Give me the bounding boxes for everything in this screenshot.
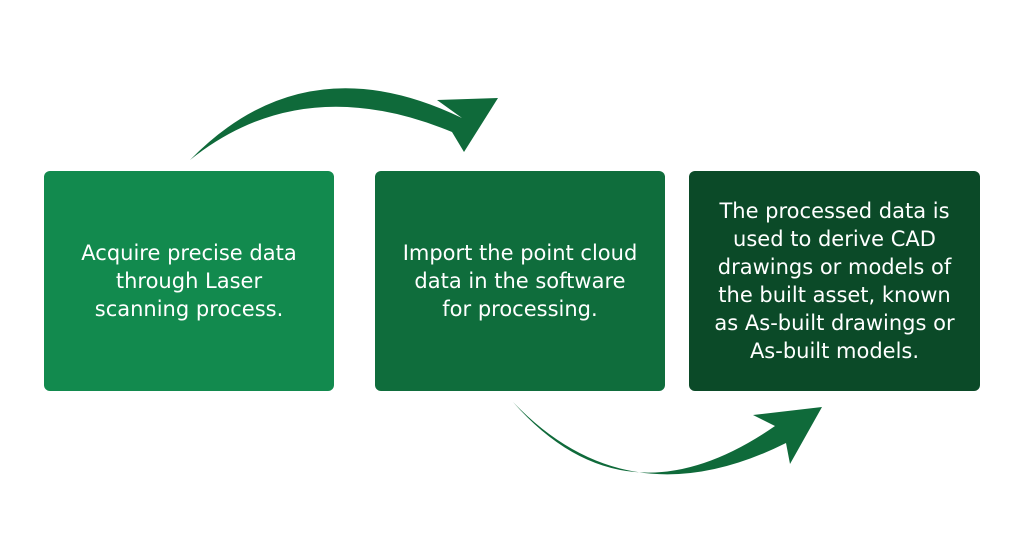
step-2-text: Import the point cloud data in the softw…: [402, 241, 638, 321]
step-3-text: The processed data is used to derive CAD…: [714, 199, 955, 363]
step-1-box: Acquire precise data through Laser scann…: [44, 171, 334, 391]
step-2-box: Import the point cloud data in the softw…: [375, 171, 665, 391]
top-curved-arrow-icon: [190, 88, 498, 160]
bottom-curved-arrow-icon: [513, 402, 822, 475]
step-3-box: The processed data is used to derive CAD…: [689, 171, 980, 391]
step-1-text: Acquire precise data through Laser scann…: [81, 241, 297, 321]
